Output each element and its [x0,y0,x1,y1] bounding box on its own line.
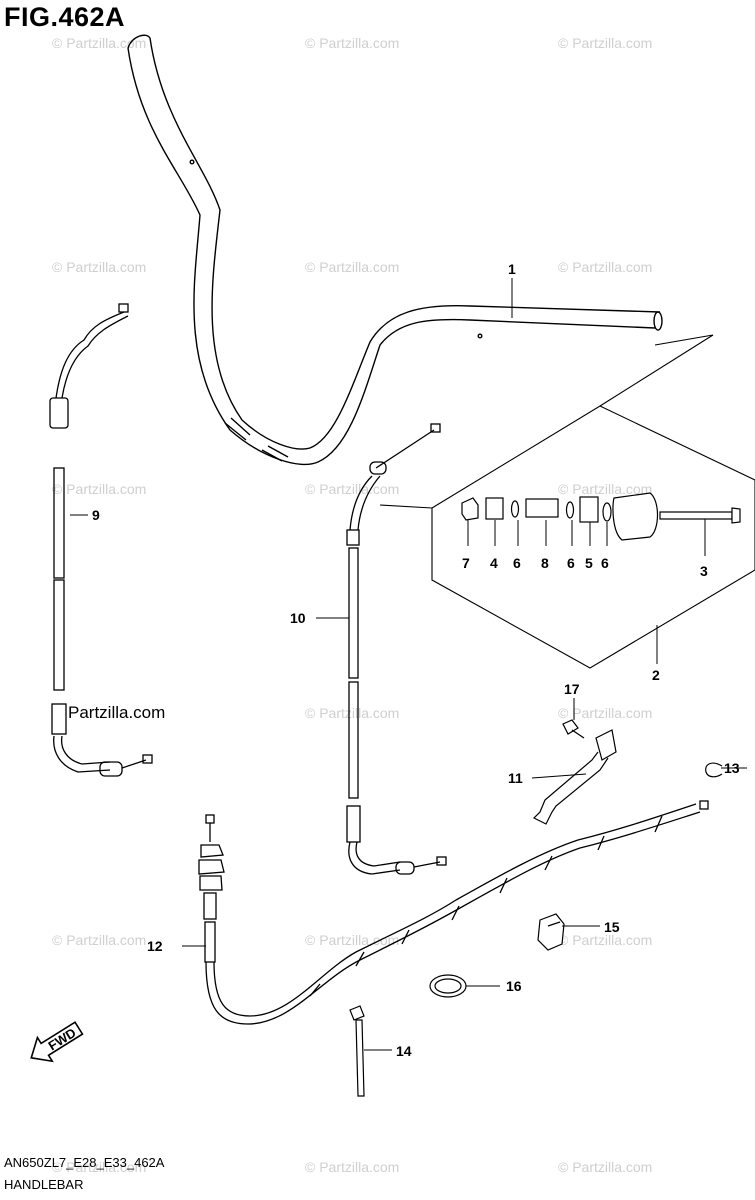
bolt-17 [562,719,585,739]
watermark: © Partzilla.com [558,1159,652,1175]
throttle-cable-9 [49,303,153,777]
watermark: © Partzilla.com [305,481,399,497]
callout-13: 13 [724,760,740,776]
callout-6b: 6 [567,555,575,571]
callout-15: 15 [604,919,620,935]
callout-6c: 6 [601,555,609,571]
tie-14 [349,1005,365,1097]
watermark: © Partzilla.com [558,932,652,948]
clamp-16 [429,974,467,998]
watermark: © Partzilla.com [558,481,652,497]
callout-5: 5 [585,555,593,571]
washer-6 [510,500,520,518]
watermark-prominent: Partzilla.com [68,703,165,722]
callout-3: 3 [700,563,708,579]
clamp-15 [537,913,565,951]
figure-title: FIG.462A [4,2,126,32]
callout-12: 12 [147,938,163,954]
callout-17: 17 [564,681,580,697]
callout-numbers: 1 2 3 4 5 6 6 6 7 8 9 10 11 12 13 14 15 … [92,261,740,1059]
watermark: © Partzilla.com [52,259,146,275]
watermark: © Partzilla.com [305,35,399,51]
watermark: © Partzilla.com [558,705,652,721]
balancer-parts [461,492,741,541]
callout-8: 8 [541,555,549,571]
throttle-cable-10 [346,423,447,875]
figure-name: HANDLEBAR [4,1177,84,1192]
washer-6b [565,501,575,519]
bolt-7 [461,497,479,521]
clip-13 [705,762,723,778]
callout-2: 2 [652,667,660,683]
watermark: © Partzilla.com [52,481,146,497]
bracket-11 [532,729,617,825]
callout-9: 9 [92,507,100,523]
screw-3 [659,511,733,520]
callout-1: 1 [508,261,516,277]
watermark: © Partzilla.com [558,35,652,51]
leader-lines [70,278,747,1051]
spacer-4 [485,497,504,520]
watermark: © Partzilla.com [305,705,399,721]
washer-6c [602,502,612,522]
watermark: © Partzilla.com [305,259,399,275]
callout-7: 7 [462,555,470,571]
fwd-direction-arrow: FWD [30,1021,84,1063]
callout-16: 16 [506,978,522,994]
callout-10: 10 [290,610,306,626]
balancer-assembly-outline [379,334,755,669]
figure-code: AN650ZL7_E28_E33_462A [4,1155,165,1170]
watermark: © Partzilla.com [305,1159,399,1175]
watermark: © Partzilla.com [52,932,146,948]
callout-6a: 6 [513,555,521,571]
sleeve-8 [525,498,559,518]
watermark: © Partzilla.com [558,259,652,275]
callout-11: 11 [508,770,523,786]
watermark: © Partzilla.com [52,35,146,51]
handlebar [127,34,663,466]
spacer-5 [579,496,599,523]
callout-14: 14 [396,1043,412,1059]
callout-4: 4 [490,555,498,571]
watermark: © Partzilla.com [52,1159,146,1175]
watermark-grid: © Partzilla.com © Partzilla.com © Partzi… [52,35,652,1175]
weight [612,492,659,541]
clutch-cable-12 [198,800,709,1025]
watermark: © Partzilla.com [305,932,399,948]
